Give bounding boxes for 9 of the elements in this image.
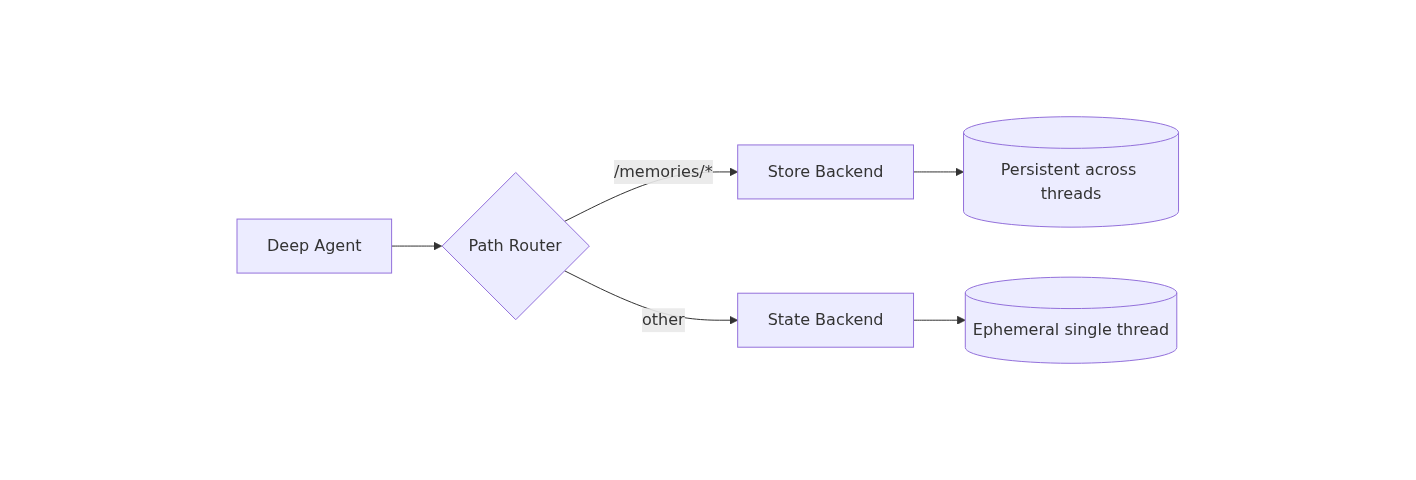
node-box: Deep Agent — [236, 218, 393, 274]
node-box: State Backend — [737, 292, 915, 348]
node-diamond: Path Router — [441, 171, 591, 321]
arrow — [913, 167, 965, 177]
edge-label: /memories/* — [614, 161, 713, 181]
arrow — [913, 315, 966, 325]
edge-label: other — [642, 310, 685, 330]
node-box: Store Backend — [737, 144, 915, 200]
arrow — [391, 241, 443, 251]
